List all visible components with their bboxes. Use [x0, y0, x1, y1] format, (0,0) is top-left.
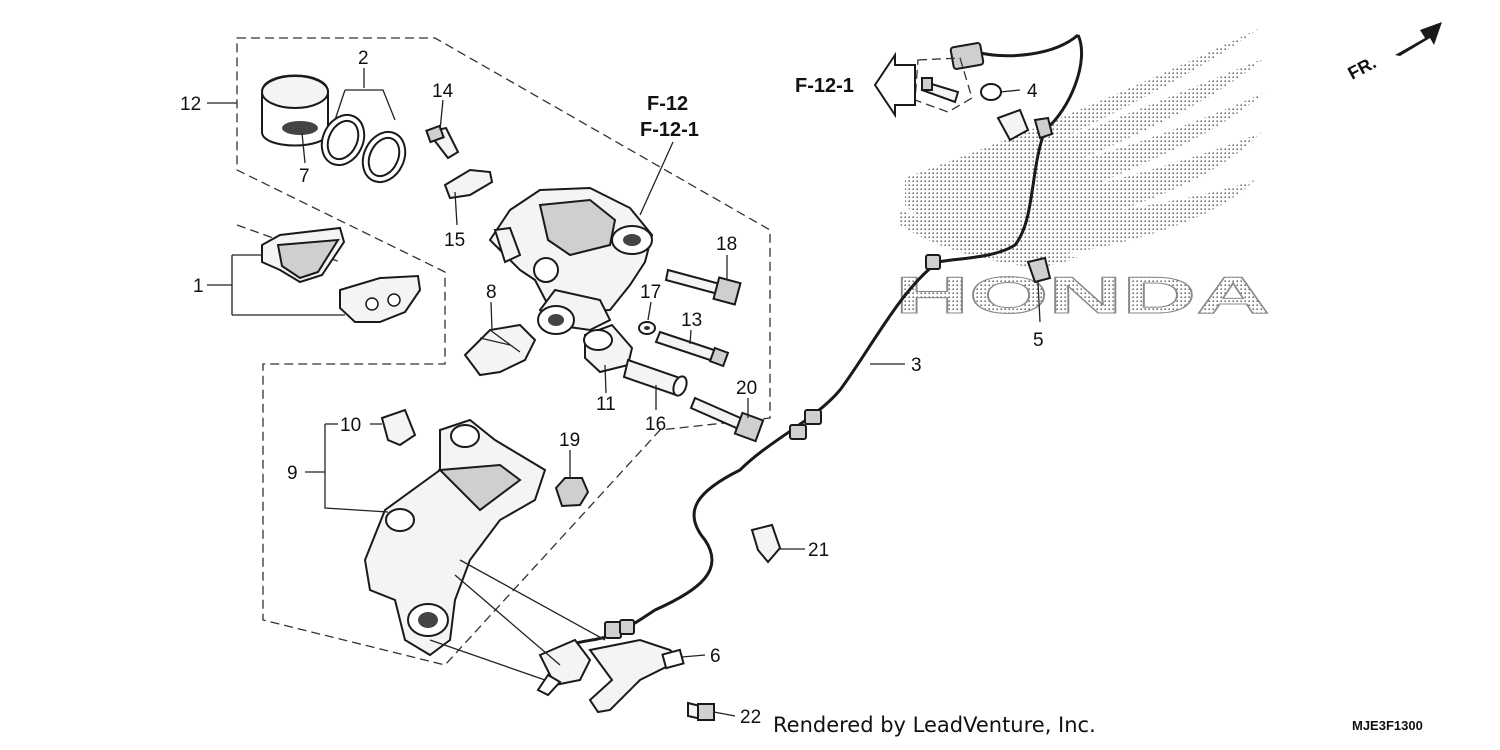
brand-watermark: HONDA — [895, 267, 1270, 325]
callout-8: 8 — [486, 282, 497, 303]
callout-21: 21 — [808, 540, 829, 561]
callout-14: 14 — [432, 81, 454, 102]
bleeder-valve-part-14 — [425, 124, 460, 160]
bleeder-cap-part-15 — [443, 168, 494, 200]
callout-19: 19 — [559, 430, 580, 451]
callout-16: 16 — [645, 414, 666, 435]
callout-9: 9 — [287, 463, 298, 484]
callout-4: 4 — [1027, 81, 1038, 102]
front-direction-indicator: FR. — [1344, 22, 1442, 84]
callout-22: 22 — [740, 707, 761, 728]
caliper-body — [488, 186, 654, 335]
callout-11: 11 — [596, 394, 616, 415]
callout-5: 5 — [1033, 330, 1044, 351]
piston-part-7 — [261, 74, 329, 147]
front-arrow-icon — [1395, 22, 1442, 56]
wheel-speed-sensor-cable-part-3 — [563, 33, 1084, 651]
callout-20: 20 — [736, 378, 757, 399]
reference-label-f12: F-12 — [647, 93, 688, 115]
cable-clip-part-21 — [750, 523, 782, 564]
callout-3: 3 — [911, 355, 922, 376]
caliper-bracket-part-9 — [363, 418, 547, 657]
washer-part-17 — [638, 321, 656, 335]
callout-13: 13 — [681, 310, 702, 331]
callout-2: 2 — [358, 48, 369, 69]
callout-18: 18 — [716, 234, 737, 255]
front-indicator-label: FR. — [1344, 52, 1379, 83]
grommet-part-19 — [554, 477, 590, 508]
reference-arrow-f12-1 — [873, 51, 916, 119]
diagram-code: MJE3F1300 — [1352, 718, 1423, 733]
callout-12: 12 — [180, 94, 201, 115]
callout-15: 15 — [444, 230, 465, 251]
callout-10: 10 — [340, 415, 361, 436]
brake-pads-part-1 — [261, 226, 422, 323]
callout-17: 17 — [640, 282, 661, 303]
piston-seals-part-2 — [320, 113, 407, 184]
leader-lines — [207, 68, 1041, 717]
boot-part-11 — [583, 323, 634, 374]
bracket-part-4 — [980, 83, 1054, 142]
rendered-by-credit: Rendered by LeadVenture, Inc. — [773, 713, 1096, 737]
bolt-part-22 — [687, 701, 715, 722]
honda-wing-logo — [900, 28, 1265, 268]
slide-pin-part-13 — [654, 330, 730, 368]
sleeve-part-16 — [622, 358, 688, 397]
reference-label-bolt-f12-1: F-12-1 — [795, 75, 854, 97]
pad-spring-part-8 — [463, 323, 537, 377]
bolt-group-outline — [914, 57, 973, 113]
retainer-clip-part-10 — [380, 408, 417, 447]
bolt-part-18 — [664, 268, 742, 306]
clamp-part-5 — [1026, 256, 1052, 284]
wheel-speed-sensor — [536, 638, 685, 714]
reference-label-f12-1: F-12-1 — [640, 119, 699, 141]
callout-1: 1 — [193, 276, 204, 297]
callout-7: 7 — [299, 166, 310, 187]
callout-6: 6 — [710, 646, 721, 667]
bolt-part-20 — [689, 396, 765, 443]
